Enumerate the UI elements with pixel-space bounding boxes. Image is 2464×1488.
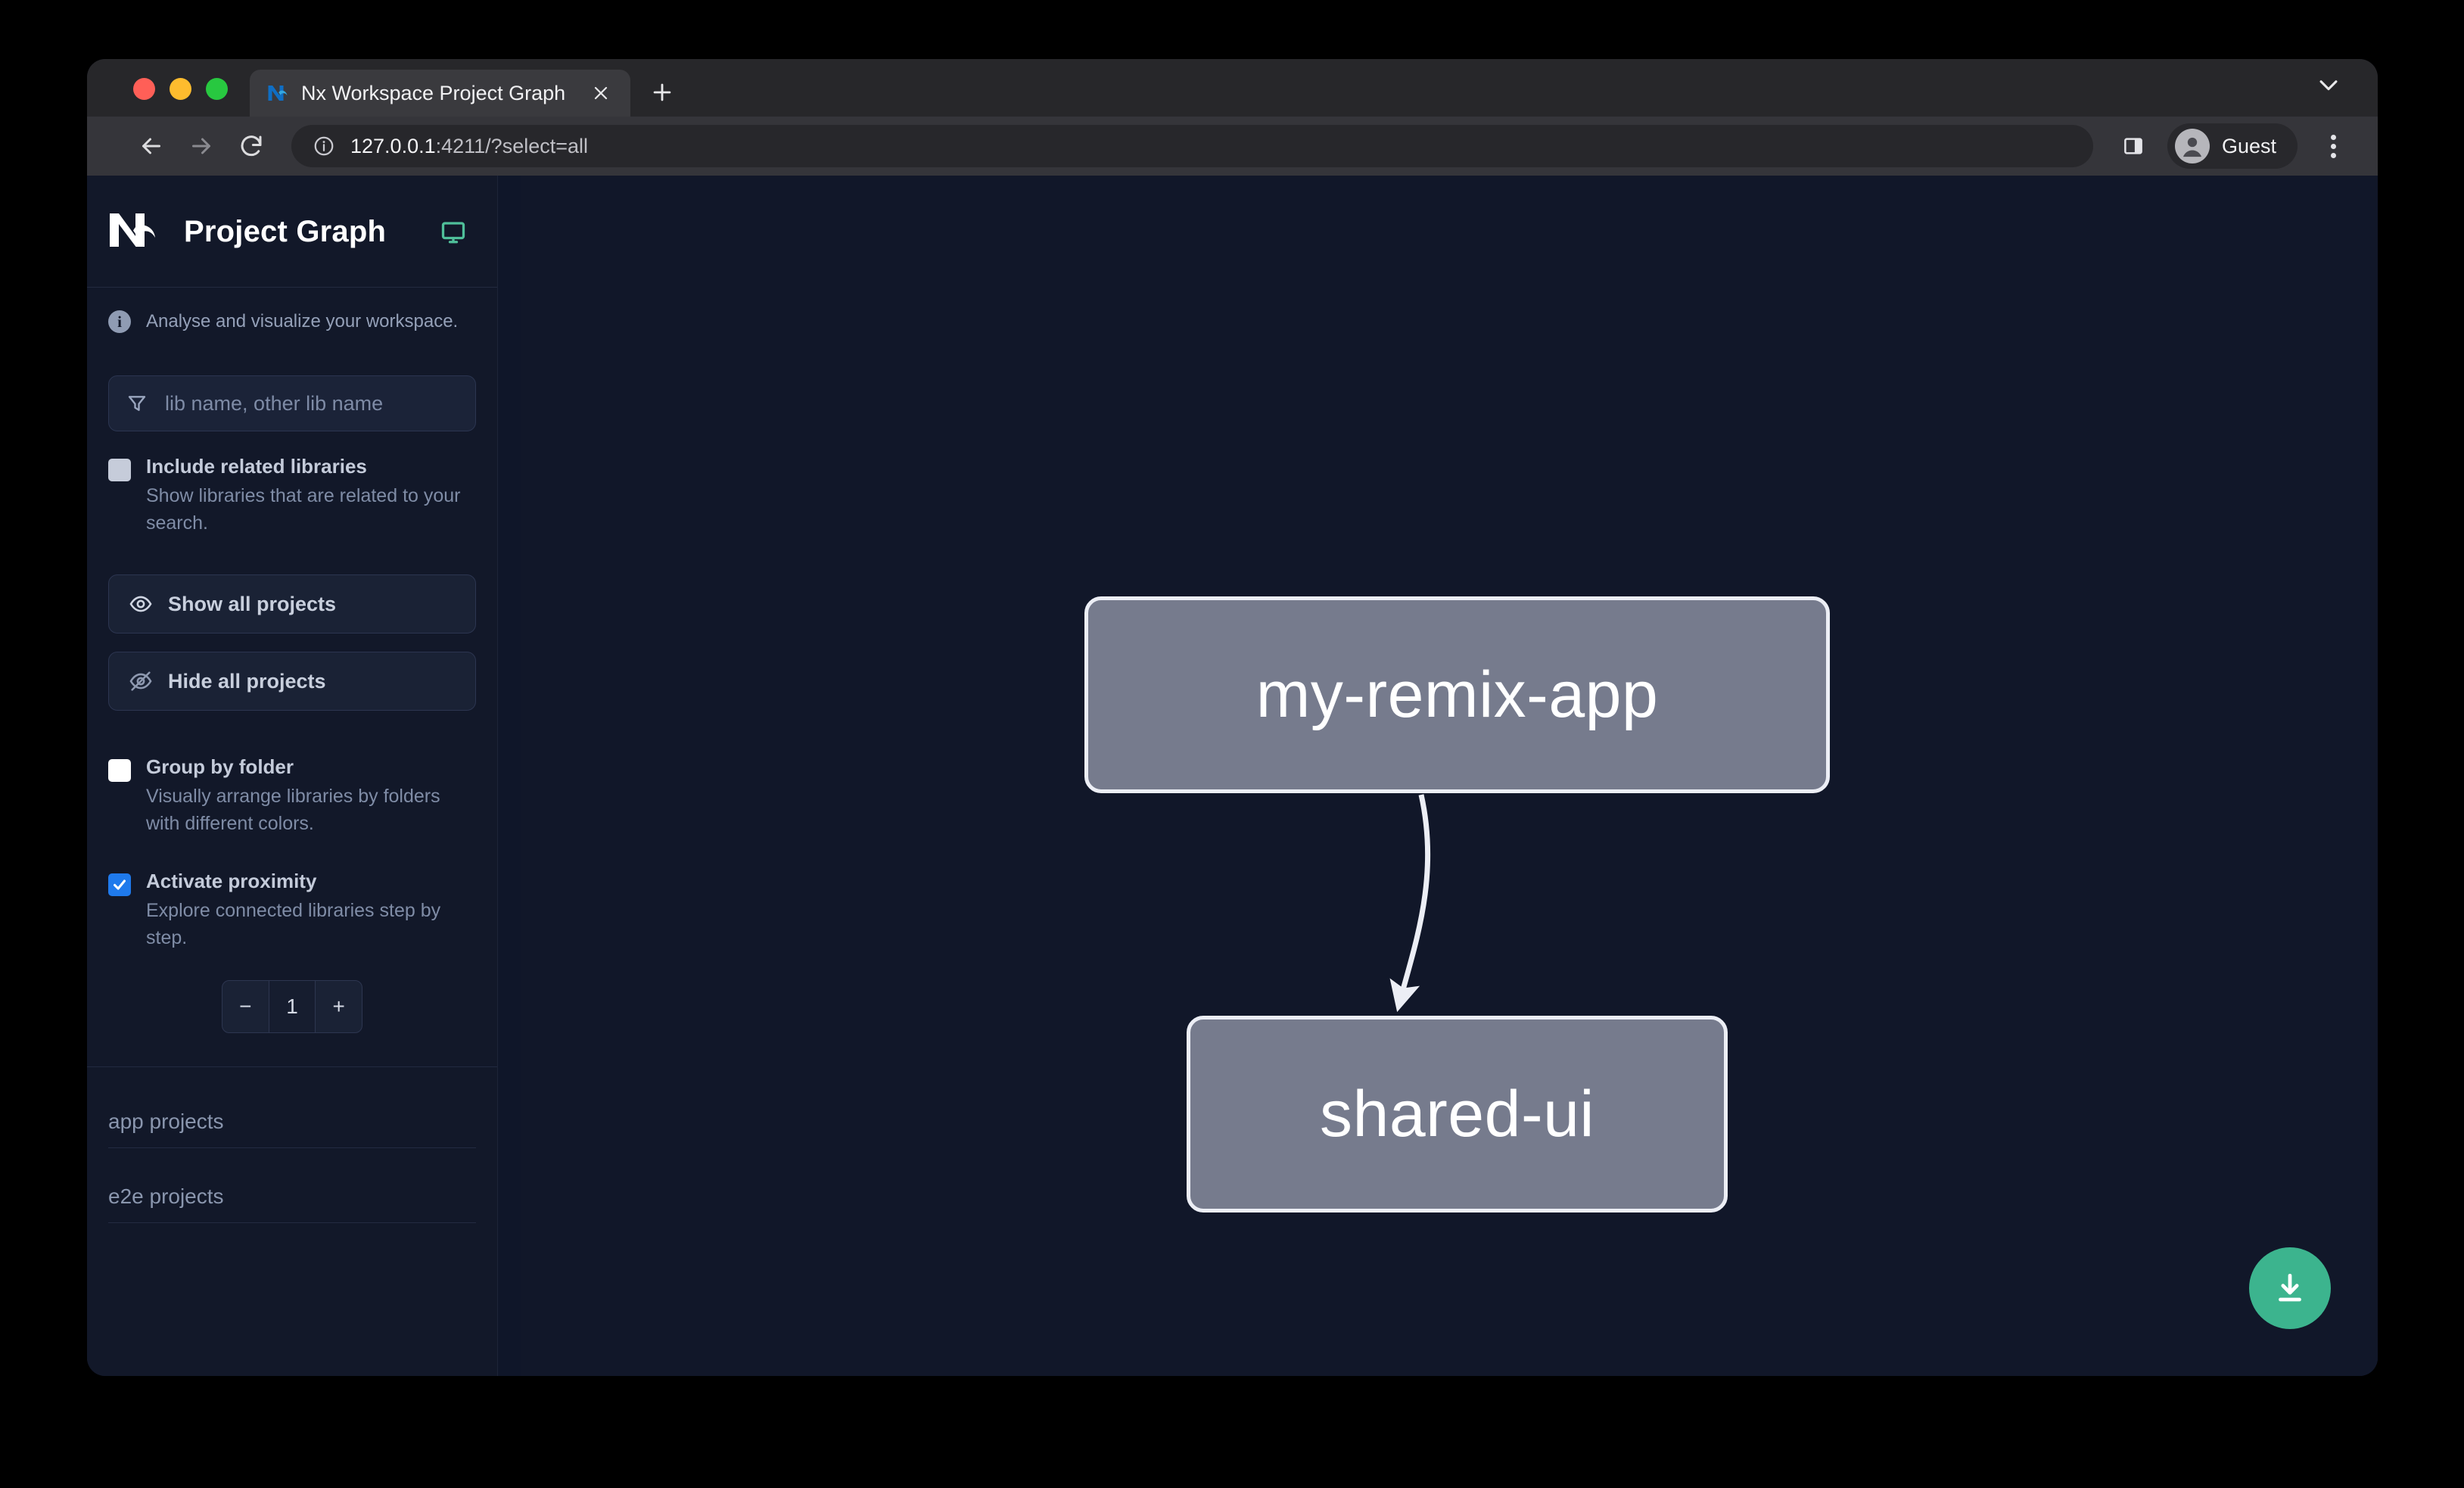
- proximity-increment-button[interactable]: +: [332, 995, 345, 1018]
- checkbox-box-icon[interactable]: [108, 759, 131, 782]
- checkbox-description: Explore connected libraries step by step…: [146, 899, 441, 948]
- page-title: Project Graph: [184, 215, 387, 248]
- download-graph-button[interactable]: [2249, 1247, 2331, 1329]
- checkbox-box-icon[interactable]: [108, 459, 131, 481]
- download-icon: [2271, 1269, 2309, 1307]
- kebab-menu-icon[interactable]: [2311, 124, 2355, 168]
- monitor-icon[interactable]: [440, 219, 467, 246]
- nx-favicon-icon: [266, 82, 289, 104]
- filter-funnel-icon: [126, 392, 148, 415]
- sidebar: Project Graph i Analyse and visualize yo…: [87, 176, 498, 1376]
- address-bar-host: 127.0.0.1: [350, 134, 436, 157]
- address-bar-url: 127.0.0.1:4211/?select=all: [350, 135, 588, 158]
- person-avatar-icon: [2174, 129, 2210, 163]
- browser-tab[interactable]: Nx Workspace Project Graph: [250, 70, 631, 117]
- new-tab-button[interactable]: [644, 74, 680, 111]
- group-heading-app-projects[interactable]: app projects: [108, 1067, 476, 1148]
- graph-node-shared-ui[interactable]: shared-ui: [1187, 1016, 1728, 1213]
- reload-icon[interactable]: [226, 121, 276, 171]
- eye-icon: [129, 592, 153, 616]
- checkbox-include-related-libraries[interactable]: Include related libraries Show libraries…: [87, 431, 497, 537]
- show-all-projects-label: Show all projects: [168, 592, 337, 615]
- nx-logo-icon: [108, 210, 158, 254]
- info-circle-icon[interactable]: [313, 135, 335, 157]
- checkbox-description: Visually arrange libraries by folders wi…: [146, 785, 440, 834]
- sidebar-scroll-area: lib name, other lib name Include related…: [87, 333, 497, 1376]
- graph-node-my-remix-app[interactable]: my-remix-app: [1084, 596, 1830, 793]
- close-icon[interactable]: [586, 79, 615, 107]
- side-panel-icon[interactable]: [2110, 123, 2157, 170]
- browser-toolbar: 127.0.0.1:4211/?select=all Guest: [87, 117, 2378, 176]
- graph-edge-my-remix-app-to-shared-ui: [1389, 794, 1431, 1013]
- browser-window: Nx Workspace Project Graph: [87, 59, 2378, 1376]
- checkbox-description: Show libraries that are related to your …: [146, 484, 461, 534]
- show-all-projects-button[interactable]: Show all projects: [108, 574, 476, 633]
- browser-tab-title: Nx Workspace Project Graph: [301, 81, 566, 104]
- search-input[interactable]: lib name, other lib name: [108, 375, 476, 431]
- eye-off-icon: [129, 669, 153, 693]
- checkbox-group-by-folder[interactable]: Group by folder Visually arrange librari…: [87, 711, 497, 837]
- toolbar-right-controls: Guest: [2093, 123, 2355, 170]
- back-arrow-icon[interactable]: [126, 121, 176, 171]
- profile-button[interactable]: Guest: [2167, 123, 2298, 169]
- sidebar-tagline: i Analyse and visualize your workspace.: [87, 288, 497, 333]
- proximity-stepper: − 1 +: [222, 980, 362, 1033]
- checkbox-label: Activate proximity: [146, 870, 317, 892]
- profile-name-label: Guest: [2221, 134, 2276, 157]
- sidebar-controls-block: lib name, other lib name Include related…: [87, 375, 497, 1067]
- sidebar-header: Project Graph: [87, 176, 497, 288]
- sidebar-tagline-text: Analyse and visualize your workspace.: [146, 311, 459, 332]
- checkbox-activate-proximity[interactable]: Activate proximity Explore connected lib…: [87, 837, 497, 951]
- maximize-window-button[interactable]: [206, 78, 228, 100]
- browser-tab-strip: Nx Workspace Project Graph: [87, 59, 2378, 117]
- proximity-decrement-button[interactable]: −: [239, 995, 252, 1018]
- page-content: Project Graph i Analyse and visualize yo…: [87, 176, 2378, 1376]
- window-traffic-lights: [87, 78, 228, 117]
- search-input-placeholder: lib name, other lib name: [165, 391, 384, 415]
- checkbox-label: Include related libraries: [146, 455, 367, 478]
- chevron-down-icon[interactable]: [2316, 72, 2341, 101]
- checkbox-label: Group by folder: [146, 755, 294, 778]
- project-graph-canvas[interactable]: my-remix-app shared-ui: [521, 176, 2378, 1376]
- proximity-value: 1: [268, 981, 316, 1032]
- info-icon: i: [108, 310, 131, 333]
- address-bar[interactable]: 127.0.0.1:4211/?select=all: [291, 125, 2093, 167]
- close-window-button[interactable]: [133, 78, 155, 100]
- checkbox-checked-icon[interactable]: [108, 873, 131, 896]
- hide-all-projects-label: Hide all projects: [168, 669, 326, 693]
- forward-arrow-icon[interactable]: [176, 121, 226, 171]
- minimize-window-button[interactable]: [170, 78, 191, 100]
- group-heading-e2e-projects[interactable]: e2e projects: [108, 1148, 476, 1223]
- hide-all-projects-button[interactable]: Hide all projects: [108, 652, 476, 711]
- address-bar-path: :4211/?select=all: [435, 134, 589, 157]
